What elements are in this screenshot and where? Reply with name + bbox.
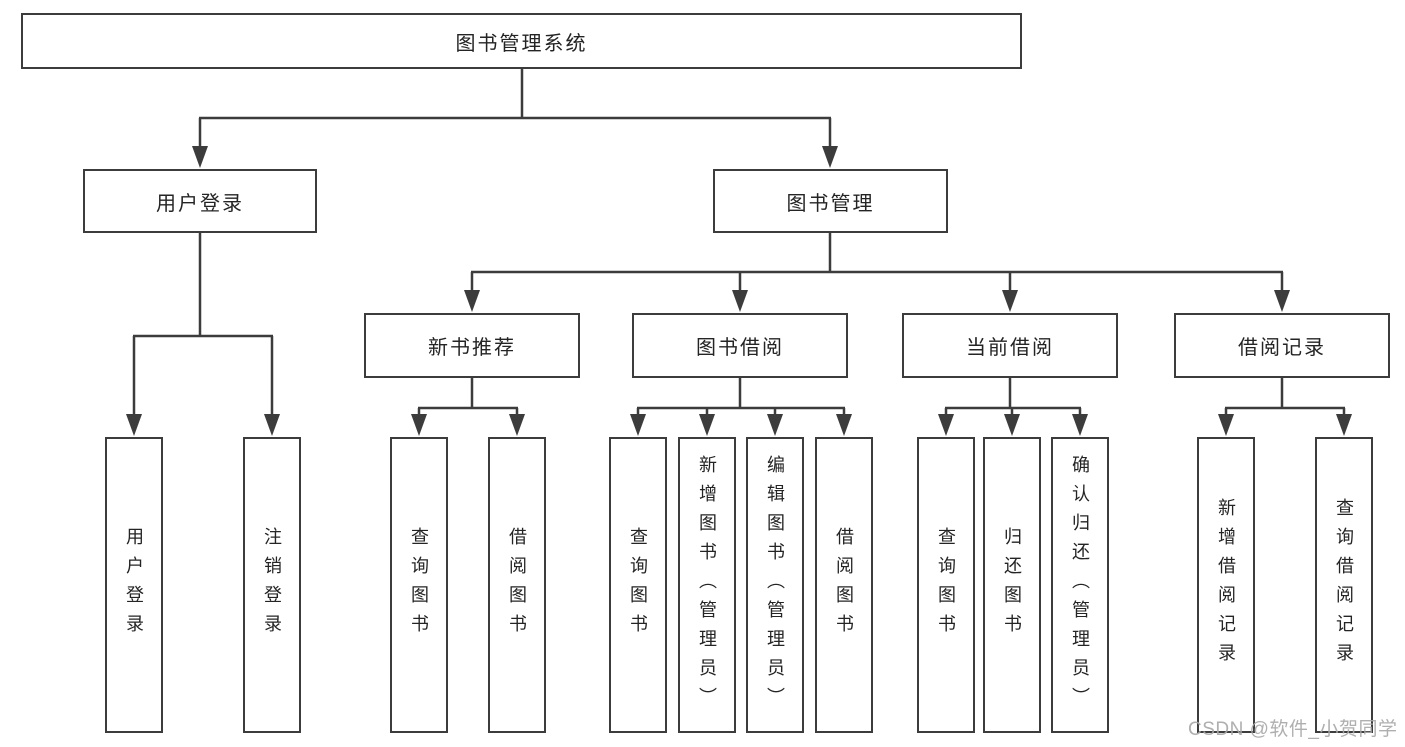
leaf-edit-book-admin: 编辑图书（管理员） — [746, 437, 804, 733]
node-library-management-system: 图书管理系统 — [21, 13, 1022, 69]
leaf-borrow-books-recommend: 借阅图书 — [488, 437, 546, 733]
leaf-add-borrow-record: 新增借阅记录 — [1197, 437, 1255, 733]
leaf-query-borrow-record: 查询借阅记录 — [1315, 437, 1373, 733]
csdn-watermark: CSDN @软件_小贺同学 — [1188, 719, 1398, 740]
node-user-login: 用户登录 — [83, 169, 317, 233]
leaf-add-book-admin: 新增图书（管理员） — [678, 437, 736, 733]
leaf-confirm-return-admin: 确认归还（管理员） — [1051, 437, 1109, 733]
leaf-user-login: 用户登录 — [105, 437, 163, 733]
node-borrowing-records: 借阅记录 — [1174, 313, 1390, 378]
node-current-borrowing: 当前借阅 — [902, 313, 1118, 378]
leaf-return-books: 归还图书 — [983, 437, 1041, 733]
leaf-query-books-recommend: 查询图书 — [390, 437, 448, 733]
leaf-query-books-current: 查询图书 — [917, 437, 975, 733]
leaf-borrow-books: 借阅图书 — [815, 437, 873, 733]
node-book-borrowing: 图书借阅 — [632, 313, 848, 378]
leaf-logout: 注销登录 — [243, 437, 301, 733]
node-book-management: 图书管理 — [713, 169, 948, 233]
leaf-query-books-borrow: 查询图书 — [609, 437, 667, 733]
node-new-book-recommendation: 新书推荐 — [364, 313, 580, 378]
